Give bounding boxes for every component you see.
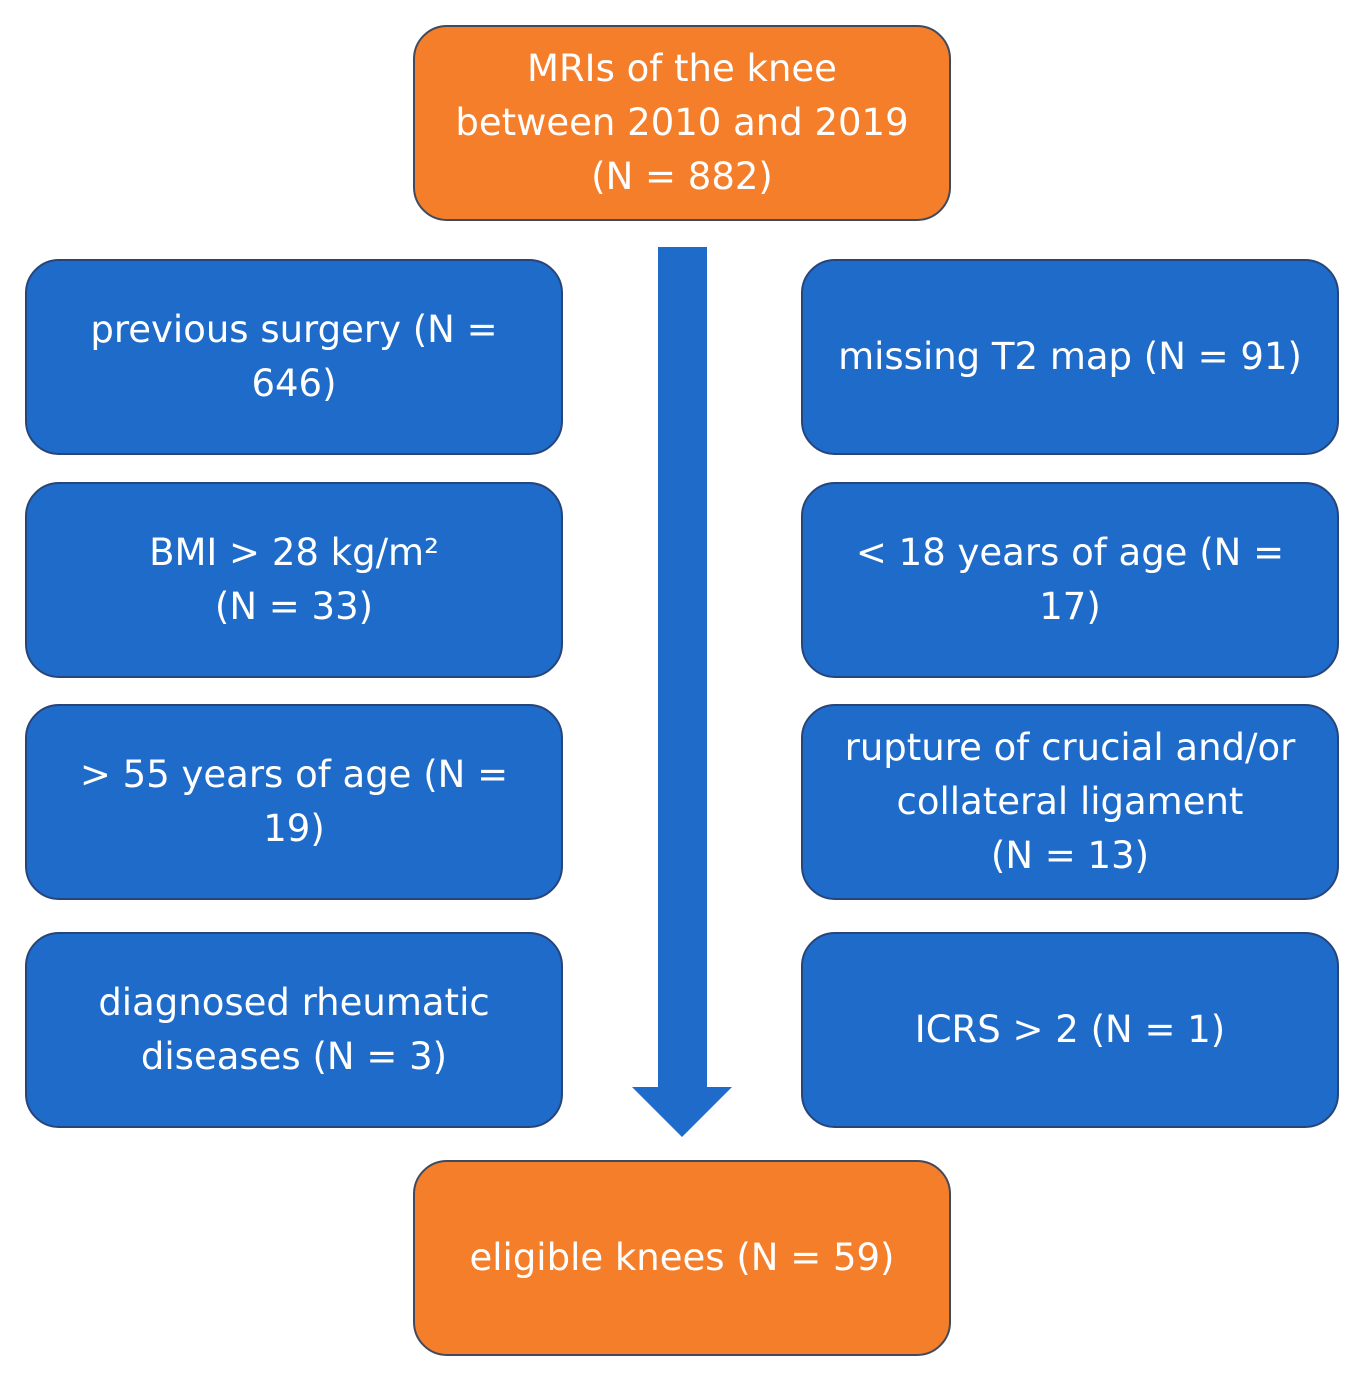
exclusion-box-over-55: > 55 years of age (N = 19) [25,704,563,900]
result-box-label: eligible knees (N = 59) [469,1236,895,1279]
exclusion-label: BMI > 28 kg/m² (N = 33) [149,531,439,628]
exclusion-label: previous surgery (N = 646) [90,308,498,405]
down-arrow-icon [632,247,732,1137]
exclusion-box-missing-t2: missing T2 map (N = 91) [801,259,1339,455]
exclusion-label: > 55 years of age (N = 19) [79,753,509,850]
result-box: eligible knees (N = 59) [413,1160,951,1356]
exclusion-label: ICRS > 2 (N = 1) [914,1008,1226,1051]
start-box: MRIs of the knee between 2010 and 2019 (… [413,25,951,221]
exclusion-label: rupture of crucial and/or collateral lig… [844,726,1296,877]
exclusion-label: < 18 years of age (N = 17) [855,531,1285,628]
exclusion-label: missing T2 map (N = 91) [838,335,1302,378]
exclusion-box-bmi: BMI > 28 kg/m² (N = 33) [25,482,563,678]
exclusion-box-icrs: ICRS > 2 (N = 1) [801,932,1339,1128]
exclusion-box-under-18: < 18 years of age (N = 17) [801,482,1339,678]
exclusion-box-previous-surgery: previous surgery (N = 646) [25,259,563,455]
exclusion-box-ligament-rupture: rupture of crucial and/or collateral lig… [801,704,1339,900]
exclusion-box-rheumatic: diagnosed rheumatic diseases (N = 3) [25,932,563,1128]
exclusion-label: diagnosed rheumatic diseases (N = 3) [98,981,490,1078]
start-box-label: MRIs of the knee between 2010 and 2019 (… [455,47,909,198]
